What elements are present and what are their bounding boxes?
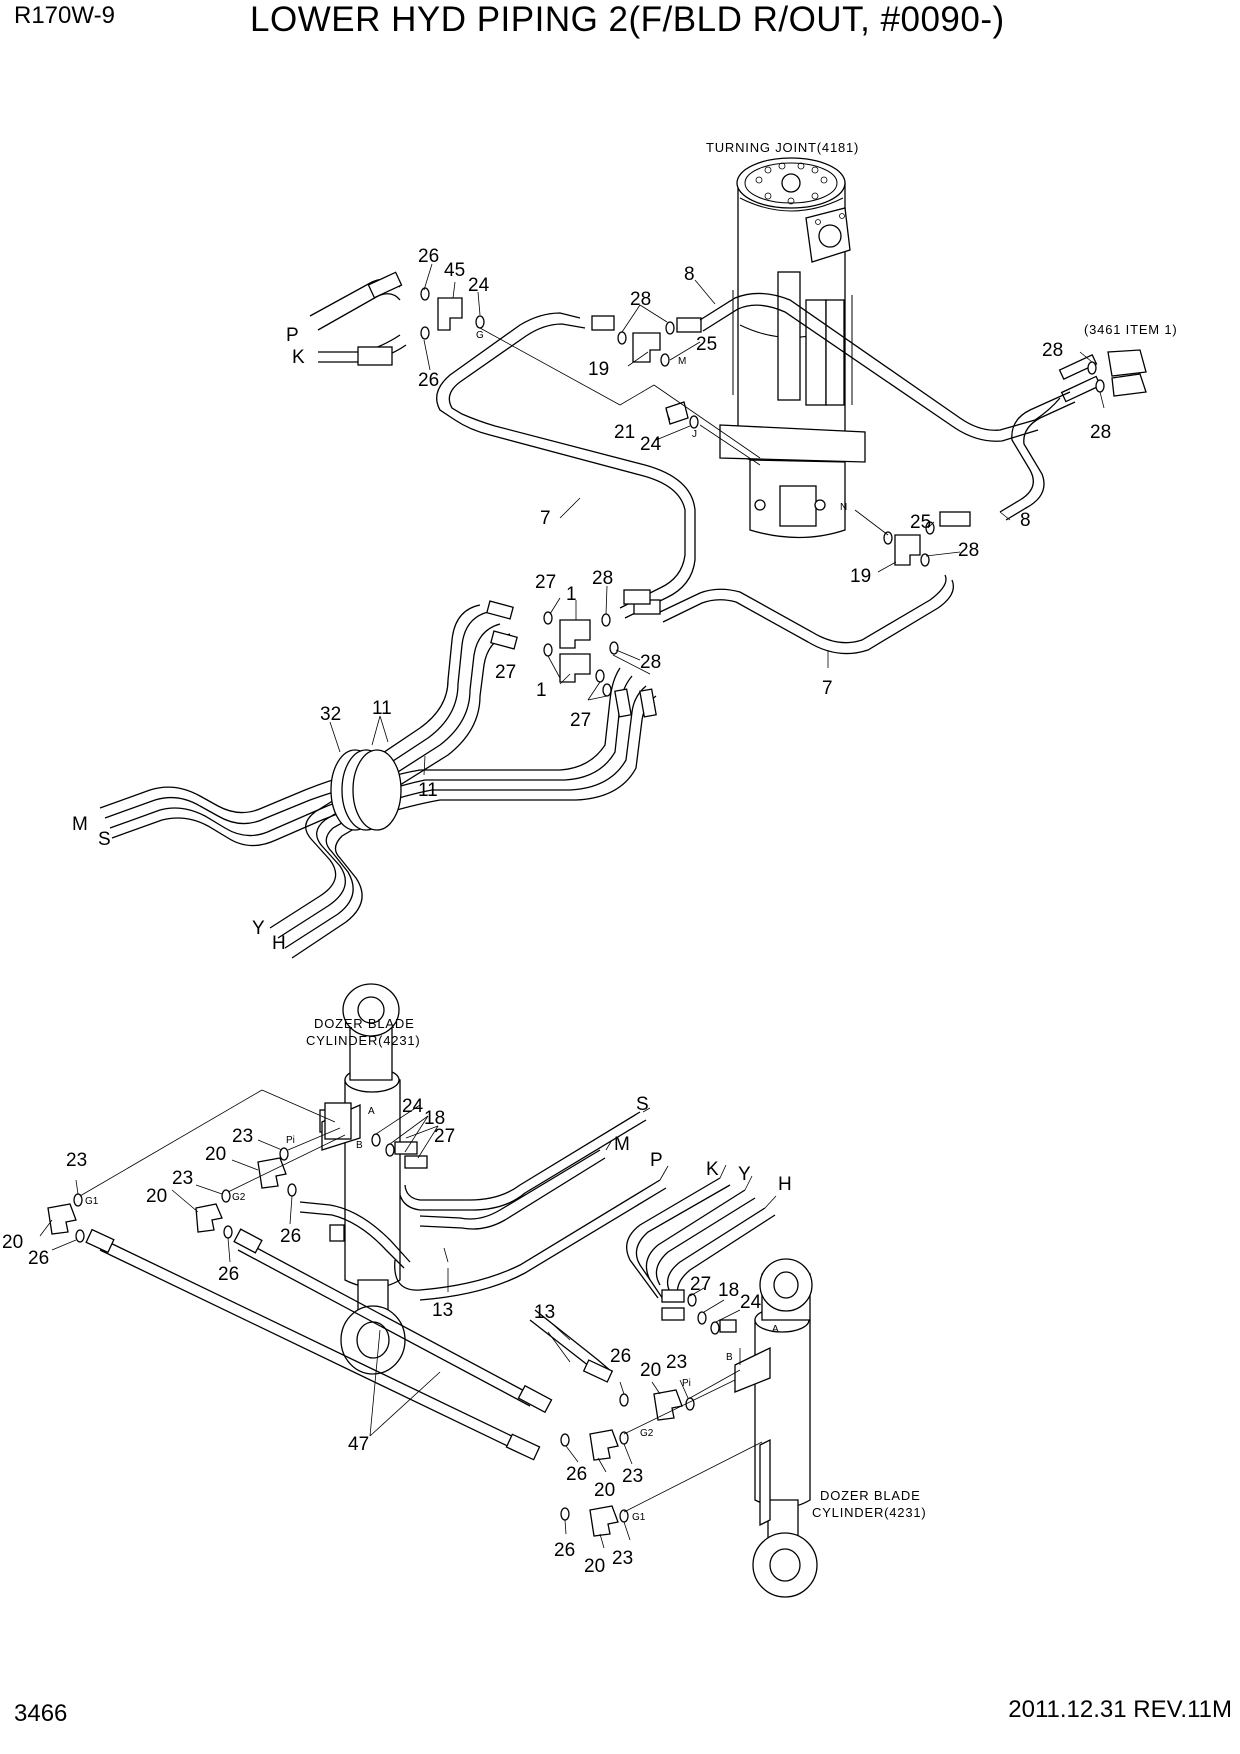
- callout-23: 23: [232, 1126, 253, 1147]
- callout-23: 23: [622, 1466, 643, 1487]
- callout-8: 8: [684, 264, 695, 285]
- line-letter-m-lower: M: [614, 1134, 630, 1155]
- callout-27: 27: [434, 1126, 455, 1147]
- callout-27: 27: [570, 710, 591, 731]
- callout-25: 25: [910, 512, 931, 533]
- line-letter-s: S: [98, 829, 111, 850]
- callout-26: 26: [418, 246, 439, 267]
- callout-27: 27: [535, 572, 556, 593]
- callout-24: 24: [468, 275, 490, 296]
- port-g2-left: G2: [232, 1192, 246, 1203]
- port-b-left: B: [356, 1140, 363, 1151]
- callout-19: 19: [850, 566, 871, 587]
- callout-20: 20: [640, 1360, 661, 1381]
- line-letter-k-lower: K: [706, 1159, 719, 1180]
- port-pi-right: Pi: [682, 1378, 691, 1389]
- ref-item-label: (3461 ITEM 1): [1084, 322, 1177, 337]
- callout-21: 21: [614, 422, 635, 443]
- line-letter-y-lower: Y: [738, 1164, 751, 1185]
- revision-date: 2011.12.31 REV.11M: [1008, 1696, 1232, 1723]
- line-letter-y: Y: [252, 918, 265, 939]
- callout-26: 26: [566, 1464, 587, 1485]
- callout-20: 20: [205, 1144, 226, 1165]
- port-b-right: B: [726, 1352, 733, 1363]
- callout-20: 20: [594, 1480, 615, 1501]
- callout-1: 1: [566, 584, 577, 605]
- model-number: R170W-9: [14, 2, 115, 29]
- line-letter-m: M: [72, 814, 88, 835]
- callout-28: 28: [958, 540, 979, 561]
- callout-25: 25: [696, 334, 717, 355]
- callout-28: 28: [592, 568, 613, 589]
- callout-26: 26: [280, 1226, 301, 1247]
- callout-numbers: 26 45 24 26 28 25 19 8 21 24 28 28 7 25 …: [2, 246, 1111, 1577]
- callout-28: 28: [1042, 340, 1063, 361]
- dozer-cylinder-right-label-2: CYLINDER(4231): [812, 1505, 927, 1520]
- callout-24: 24: [740, 1292, 762, 1313]
- port-a-left: A: [368, 1106, 375, 1117]
- callout-23: 23: [66, 1150, 87, 1171]
- line-letter-h-lower: H: [778, 1174, 792, 1195]
- callout-23: 23: [612, 1548, 633, 1569]
- port-m: M: [678, 356, 686, 367]
- callout-11: 11: [418, 780, 438, 801]
- port-a-right: A: [772, 1324, 779, 1335]
- callout-24: 24: [402, 1096, 424, 1117]
- callout-28: 28: [630, 289, 651, 310]
- callout-26: 26: [610, 1346, 631, 1367]
- leader-lines: [39, 263, 1105, 1549]
- page-number: 3466: [14, 1700, 68, 1727]
- turning-joint-label: TURNING JOINT(4181): [706, 140, 859, 155]
- line-letter-p: P: [286, 325, 299, 346]
- port-g: G: [476, 330, 484, 341]
- callout-20: 20: [146, 1186, 167, 1207]
- line-letter-k: K: [292, 347, 305, 368]
- turning-joint: [719, 157, 866, 539]
- callout-8: 8: [1020, 510, 1031, 531]
- port-pi-left: Pi: [286, 1135, 295, 1146]
- callout-1: 1: [536, 680, 547, 701]
- callout-23: 23: [666, 1352, 687, 1373]
- callout-20: 20: [2, 1232, 23, 1253]
- callout-27: 27: [690, 1274, 711, 1295]
- callout-19: 19: [588, 359, 609, 380]
- callout-26: 26: [218, 1264, 239, 1285]
- dozer-cylinder-right-label-1: DOZER BLADE: [820, 1488, 921, 1503]
- callout-7: 7: [822, 678, 833, 699]
- callout-13: 13: [432, 1300, 453, 1321]
- callout-28: 28: [1090, 422, 1111, 443]
- callout-18: 18: [424, 1108, 445, 1129]
- callout-11: 11: [372, 698, 392, 719]
- callout-24: 24: [640, 434, 662, 455]
- callout-32: 32: [320, 704, 341, 725]
- hose-bundle: [99, 600, 657, 959]
- page-title: LOWER HYD PIPING 2(F/BLD R/OUT, #0090-): [250, 0, 1005, 39]
- port-g2-right: G2: [640, 1428, 654, 1439]
- callout-47: 47: [348, 1434, 369, 1455]
- line-letter-p-lower: P: [650, 1150, 663, 1171]
- upper-piping: [309, 271, 1147, 655]
- callout-26: 26: [28, 1248, 49, 1269]
- callout-45: 45: [444, 260, 465, 281]
- port-n: N: [840, 502, 847, 513]
- callout-23: 23: [172, 1168, 193, 1189]
- callout-27: 27: [495, 662, 516, 683]
- callout-28: 28: [640, 652, 661, 673]
- line-letter-s-lower: S: [636, 1094, 649, 1115]
- port-g1-right: G1: [632, 1512, 646, 1523]
- line-letter-h: H: [272, 933, 286, 954]
- callout-18: 18: [718, 1280, 739, 1301]
- callout-20: 20: [584, 1556, 605, 1577]
- port-j: J: [692, 429, 697, 440]
- dozer-cylinder-left-label-2: CYLINDER(4231): [306, 1033, 421, 1048]
- port-g1-left: G1: [85, 1196, 99, 1207]
- callout-26: 26: [554, 1540, 575, 1561]
- callout-7: 7: [540, 508, 551, 529]
- callout-26: 26: [418, 370, 439, 391]
- callout-13: 13: [534, 1302, 555, 1323]
- dozer-cylinder-left-label-1: DOZER BLADE: [314, 1016, 415, 1031]
